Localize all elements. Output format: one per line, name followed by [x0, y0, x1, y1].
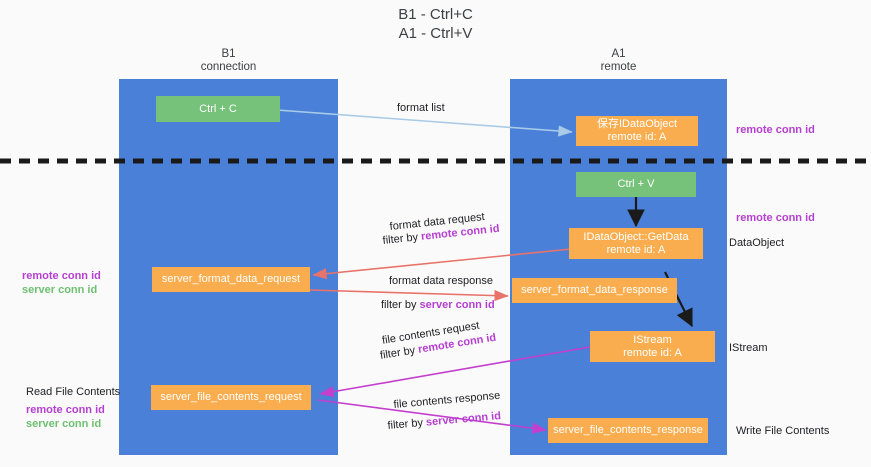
title-line-1: B1 - Ctrl+C	[398, 6, 473, 23]
node-idataobject-getdata-line2: remote id: A	[606, 243, 666, 256]
title-line-2: A1 - Ctrl+V	[398, 25, 473, 42]
filter-prefix: filter by	[387, 416, 427, 432]
node-idataobject-getdata[interactable]: IDataObject::GetData remote id: A	[569, 228, 703, 259]
column-header-b1-sub: connection	[200, 61, 257, 73]
diagram-title: B1 - Ctrl+C A1 - Ctrl+V	[0, 5, 871, 43]
annotation-left-remote-conn-id-bottom: remote conn id	[26, 404, 105, 416]
annotation-left-read-file-contents: Read File Contents	[26, 386, 121, 398]
annotation-right-istream: IStream	[729, 342, 768, 354]
annotation-right-dataobject: DataObject	[729, 237, 785, 249]
annotation-left-server-conn-id-mid: server conn id	[22, 284, 98, 296]
column-header-b1-name: B1	[221, 48, 236, 60]
node-istream-line1: IStream	[633, 333, 672, 346]
annotation-right-write-file-contents: Write File Contents	[736, 425, 830, 437]
node-ctrl-v[interactable]: Ctrl + V	[576, 172, 696, 197]
column-header-a1: A1 remote	[510, 48, 727, 74]
filter-key-server-conn-id: server conn id	[419, 299, 495, 311]
column-header-a1-sub: remote	[600, 61, 637, 73]
edge-label-format-data-response-filter: filter by server conn id	[381, 298, 495, 312]
node-server-file-contents-response-label: server_file_contents_response	[553, 424, 703, 436]
annotation-right-remote-conn-id-top: remote conn id	[736, 124, 815, 136]
node-istream-line2: remote id: A	[623, 346, 682, 359]
node-save-idataobject-line2: remote id: A	[607, 131, 667, 143]
column-header-b1: B1 connection	[119, 48, 338, 74]
annotation-left-remote-conn-id-mid: remote conn id	[22, 270, 101, 282]
column-header-a1-name: A1	[611, 48, 626, 60]
node-server-format-data-response[interactable]: server_format_data_response	[512, 278, 677, 303]
annotation-left-server-conn-id-bottom: server conn id	[26, 418, 102, 430]
node-save-idataobject-line1: 保存IDataObject	[596, 118, 678, 130]
node-istream[interactable]: IStream remote id: A	[590, 331, 715, 362]
node-save-idataobject[interactable]: 保存IDataObject remote id: A	[576, 116, 698, 146]
node-server-file-contents-request[interactable]: server_file_contents_request	[151, 385, 311, 410]
node-idataobject-getdata-line1: IDataObject::GetData	[583, 230, 689, 243]
node-ctrl-c-label: Ctrl + C	[199, 102, 237, 115]
edge-label-format-data-response: format data response	[389, 275, 493, 287]
filter-key-server-conn-id: server conn id	[425, 410, 502, 429]
node-server-format-data-response-label: server_format_data_response	[521, 284, 668, 296]
filter-prefix: filter by	[381, 299, 420, 311]
node-server-file-contents-response[interactable]: server_file_contents_response	[548, 418, 708, 443]
filter-prefix: filter by	[382, 230, 422, 247]
node-ctrl-v-label: Ctrl + V	[617, 178, 655, 190]
edge-label-format-list: format list	[397, 102, 445, 114]
edge-label-file-contents-response: file contents response	[393, 389, 501, 411]
node-server-format-data-request[interactable]: server_format_data_request	[152, 267, 310, 292]
node-server-format-data-request-label: server_format_data_request	[161, 273, 301, 285]
edge-format-data-response	[309, 289, 509, 302]
annotation-right-remote-conn-id-mid: remote conn id	[736, 212, 815, 224]
node-ctrl-c[interactable]: Ctrl + C	[156, 96, 280, 122]
edge-label-file-contents-response-filter: filter by server conn id	[387, 409, 502, 433]
node-server-file-contents-request-label: server_file_contents_request	[160, 391, 302, 403]
